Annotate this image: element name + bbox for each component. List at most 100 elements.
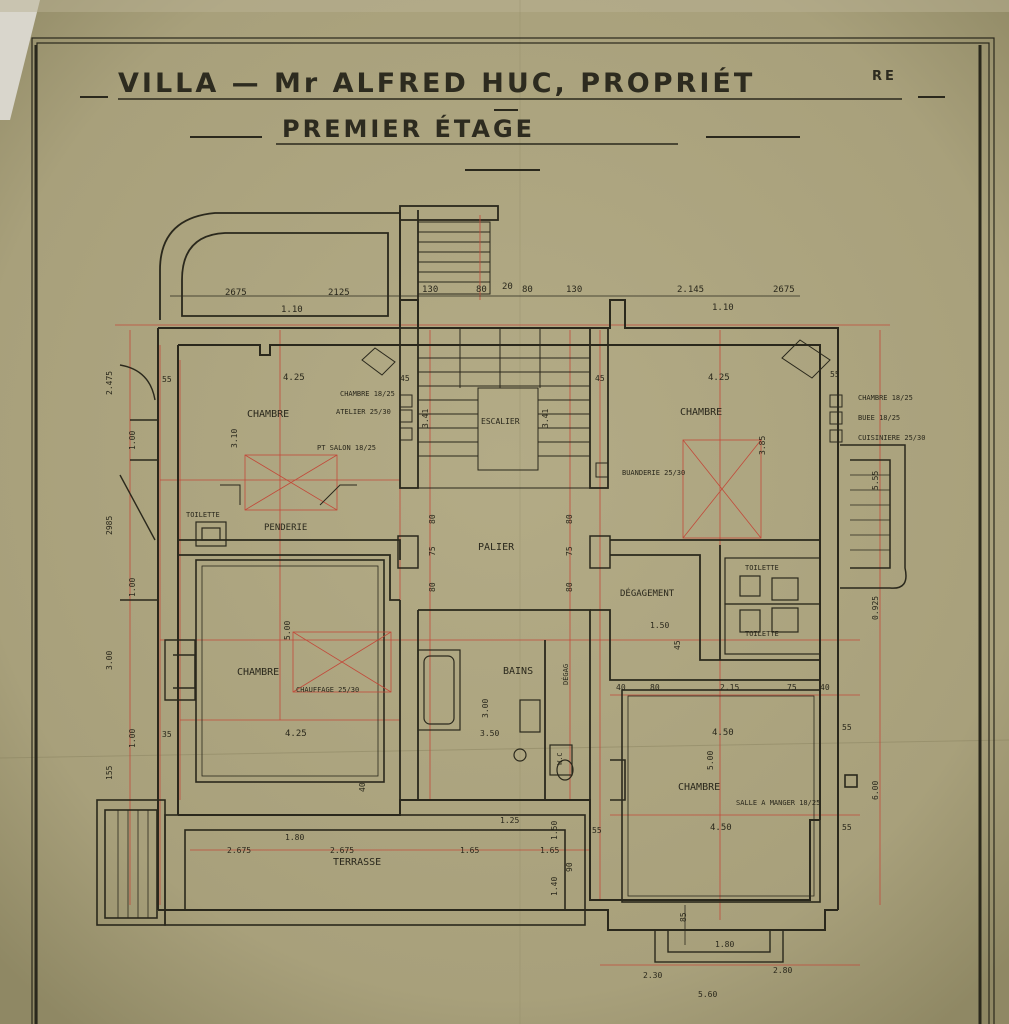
palier-piers (397, 535, 611, 569)
label-terrasse: TERRASSE (333, 857, 381, 868)
south-entry (654, 905, 784, 963)
dim-top-3: 80 (476, 285, 487, 295)
dim-misc-33: 3.50 (480, 729, 499, 738)
label-escalier: ESCALIER (481, 417, 520, 426)
bains-fixtures (417, 649, 574, 781)
dim-misc-29: 1.25 (500, 816, 519, 825)
toilettes-east (724, 557, 821, 655)
dim-top-1: 2125 (328, 288, 350, 298)
dim-misc-19: 45 (673, 640, 682, 650)
dim-misc-49: 1.00 (128, 578, 137, 597)
dim-misc-16: 5.00 (706, 751, 715, 770)
label-chambre-ne: CHAMBRE (680, 407, 722, 418)
toilette-nw-fixture (195, 521, 227, 547)
dim-misc-42: 1.80 (715, 940, 734, 949)
flue-cuisine: CUISINIERE 25/30 (858, 434, 925, 442)
dim-misc-12: 80 (565, 514, 574, 524)
label-penderie: PENDERIE (264, 523, 307, 533)
flue-buanderie: BUANDERIE 25/30 (622, 469, 685, 477)
dim-misc-26: 55 (842, 823, 852, 832)
dim-misc-50: 3.00 (105, 651, 114, 670)
dim-misc-39: 5.60 (698, 990, 717, 999)
chambre-west-walls (195, 559, 392, 783)
dim-misc-5: 3.41 (421, 409, 430, 428)
north-steps (417, 215, 491, 300)
dim-misc-47: 2985 (105, 516, 114, 535)
dim-top-5: 80 (522, 285, 533, 295)
dim-misc-51: 1.00 (128, 729, 137, 748)
dim-misc-15: 5.00 (283, 621, 292, 640)
room-width-dimensions: 4.25 4.25 4.25 4.50 4.50 (283, 373, 734, 833)
flue-buee: BUEE 18/25 (858, 414, 900, 422)
dim-top-6: 130 (566, 285, 582, 295)
dim-top-7: 2.145 (677, 285, 704, 295)
dim-misc-0: 55 (162, 375, 172, 384)
flue-chambre: CHAMBRE 18/25 (340, 390, 395, 398)
dim-misc-32: 1.40 (550, 877, 559, 896)
label-wc: W.C (556, 752, 564, 765)
dim-misc-27: 55 (592, 826, 602, 835)
dim-top-2: 130 (422, 285, 438, 295)
label-chambre-nw: CHAMBRE (247, 409, 289, 420)
flue-labels: CHAMBRE 18/25 ATELIER 25/30 PT SALON 18/… (296, 390, 925, 807)
dim-misc-2: 45 (400, 374, 410, 383)
dim-misc-36: 1.65 (540, 846, 559, 855)
dim-misc-38: 2.675 (330, 846, 354, 855)
dim-misc-43: 6.00 (871, 781, 880, 800)
top-dimensions: 2675 2125 130 80 20 80 130 2.145 2675 1.… (170, 282, 800, 315)
dim-misc-31: 90 (565, 862, 574, 872)
dim-misc-46: 2.475 (105, 371, 114, 395)
label-chambre-w: CHAMBRE (237, 667, 279, 678)
dim-misc-8: 3.85 (758, 436, 767, 455)
title-line2: PREMIER ÉTAGE (282, 114, 535, 143)
room-labels: CHAMBRE CHAMBRE CHAMBRE CHAMBRE ESCALIER… (186, 407, 779, 868)
dim-misc-48: 1.00 (128, 431, 137, 450)
dim-top-8: 2675 (773, 285, 795, 295)
misc-dimensions: 55 55 45 45 3.41 3.41 3.10 3.85 80 75 80… (105, 370, 880, 999)
flue-chambre-e: CHAMBRE 18/25 (858, 394, 913, 402)
dim-misc-35: 1.65 (460, 846, 479, 855)
title-block: VILLA — Mr ALFRED HUC, PROPRIÉT RE PREMI… (80, 67, 945, 171)
label-degagement: DÉGAGEMENT (620, 587, 675, 599)
dim-misc-17: 3.00 (481, 699, 490, 718)
dim-misc-9: 80 (428, 514, 437, 524)
dim-misc-41: 2.80 (773, 966, 792, 975)
dim-top-sub-1: 1.10 (712, 303, 734, 313)
dim-misc-20: 80 (650, 683, 660, 692)
dim-misc-7: 3.10 (230, 429, 239, 448)
dim-width-1: 4.25 (708, 373, 730, 383)
dim-misc-30: 1.50 (550, 821, 559, 840)
dim-misc-10: 75 (428, 546, 437, 556)
central-staircase (417, 327, 591, 489)
label-toilette-e2: TOILETTE (745, 630, 779, 638)
dim-misc-28: 40 (358, 782, 367, 792)
dim-misc-6: 3.41 (541, 409, 550, 428)
south-terrace (96, 799, 586, 926)
dim-misc-23: 40 (616, 683, 626, 692)
dim-misc-45: 0.925 (871, 596, 880, 620)
dim-width-0: 4.25 (283, 373, 305, 383)
dim-width-2: 4.25 (285, 729, 307, 739)
flue-salle-manger: SALLE A MANGER 18/25 (736, 799, 820, 807)
title-line1-suffix: RE (872, 69, 897, 84)
dim-misc-52: 155 (105, 765, 114, 780)
dim-misc-37: 2.675 (227, 846, 251, 855)
dim-top-sub-0: 1.10 (281, 305, 303, 315)
dim-misc-40: 2.30 (643, 971, 662, 980)
dim-misc-25: 55 (842, 723, 852, 732)
label-palier: PALIER (478, 542, 515, 553)
dim-misc-22: 75 (787, 683, 797, 692)
paper-fold (0, 739, 1009, 759)
east-stair (840, 444, 907, 589)
flue-atelier: ATELIER 25/30 (336, 408, 391, 416)
dim-misc-1: 55 (830, 370, 840, 379)
dim-misc-14: 80 (565, 582, 574, 592)
dim-misc-18: 1.50 (650, 621, 669, 630)
chambre-ne-chimney (595, 339, 843, 539)
west-bays (119, 364, 196, 701)
label-degag: DÉGAG (561, 664, 570, 685)
dim-width-3: 4.50 (712, 728, 734, 738)
